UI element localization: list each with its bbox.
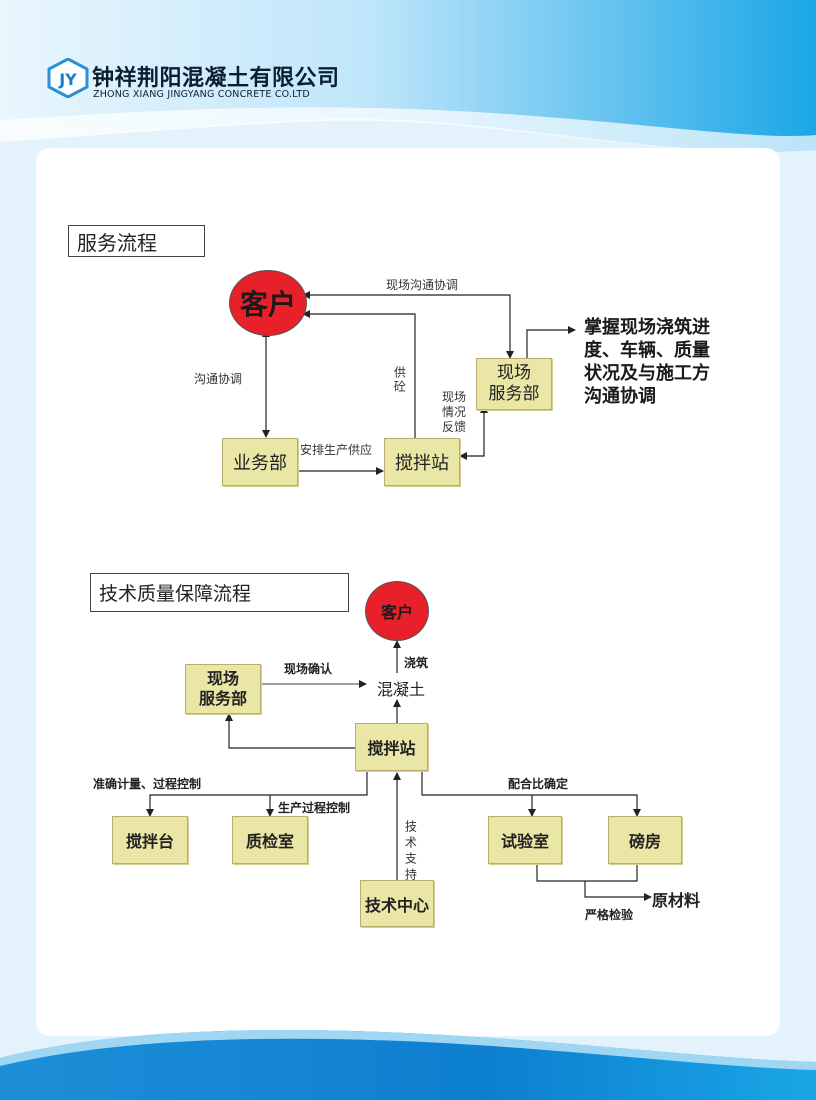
quality-room-node: 质检室 <box>232 816 308 864</box>
edge-to-platform <box>146 771 368 817</box>
service-customer-node: 客户 <box>229 270 307 336</box>
edge-site-coordination <box>302 291 514 359</box>
label-raw-materials: 原材料 <box>652 891 701 910</box>
label-mix-ratio: 配合比确定 <box>508 777 569 791</box>
label-site-coordination: 现场沟通协调 <box>386 278 459 292</box>
tech-field-dept-node: 现场 服务部 <box>185 664 261 714</box>
service-mixing-station-node: 搅拌站 <box>384 438 460 486</box>
label-concrete: 混凝土 <box>377 680 426 699</box>
edge-feedback <box>459 405 488 460</box>
edge-to-lab-weigh <box>421 771 641 817</box>
edge-raw-materials <box>536 864 638 882</box>
lab-node: 试验室 <box>488 816 562 864</box>
company-name-cn: 钟祥荆阳混凝土有限公司 <box>92 66 340 91</box>
tech-mixing-station-node: 搅拌站 <box>355 723 428 771</box>
label-production-control: 生产过程控制 <box>278 801 351 815</box>
label-arrange-production: 安排生产供应 <box>300 443 373 457</box>
tech-flow-title: 技术质量保障流程 <box>90 573 349 612</box>
business-dept-node: 业务部 <box>222 438 298 486</box>
mixing-platform-node: 搅拌台 <box>112 816 188 864</box>
tech-customer-node: 客户 <box>365 581 429 641</box>
service-field-dept-node: 现场 服务部 <box>476 358 552 410</box>
edge-note <box>526 326 576 358</box>
label-feedback: 现场 情况 反馈 <box>442 390 467 434</box>
label-site-confirm: 现场确认 <box>284 662 333 676</box>
edge-mixing-field <box>225 713 355 749</box>
field-service-note: 掌握现场浇筑进度、车辆、质量状况及与施工方沟通协调 <box>584 317 710 407</box>
label-strict-inspection: 严格检验 <box>585 908 634 922</box>
weighing-room-node: 磅房 <box>608 816 682 864</box>
label-tech-support: 技术支持 <box>403 820 418 884</box>
company-name-en: ZHONG XIANG JINGYANG CONCRETE CO.LTD <box>93 89 310 100</box>
label-supply: 供砼 <box>392 366 407 394</box>
tech-center-node: 技术中心 <box>360 880 434 927</box>
label-coordination: 沟通协调 <box>194 372 243 386</box>
svg-text:JY: JY <box>58 70 77 89</box>
company-logo-icon: JY <box>47 58 89 98</box>
label-accurate-metering: 准确计量、过程控制 <box>93 777 202 791</box>
service-flow-title: 服务流程 <box>68 225 205 257</box>
label-pour: 浇筑 <box>404 656 429 670</box>
